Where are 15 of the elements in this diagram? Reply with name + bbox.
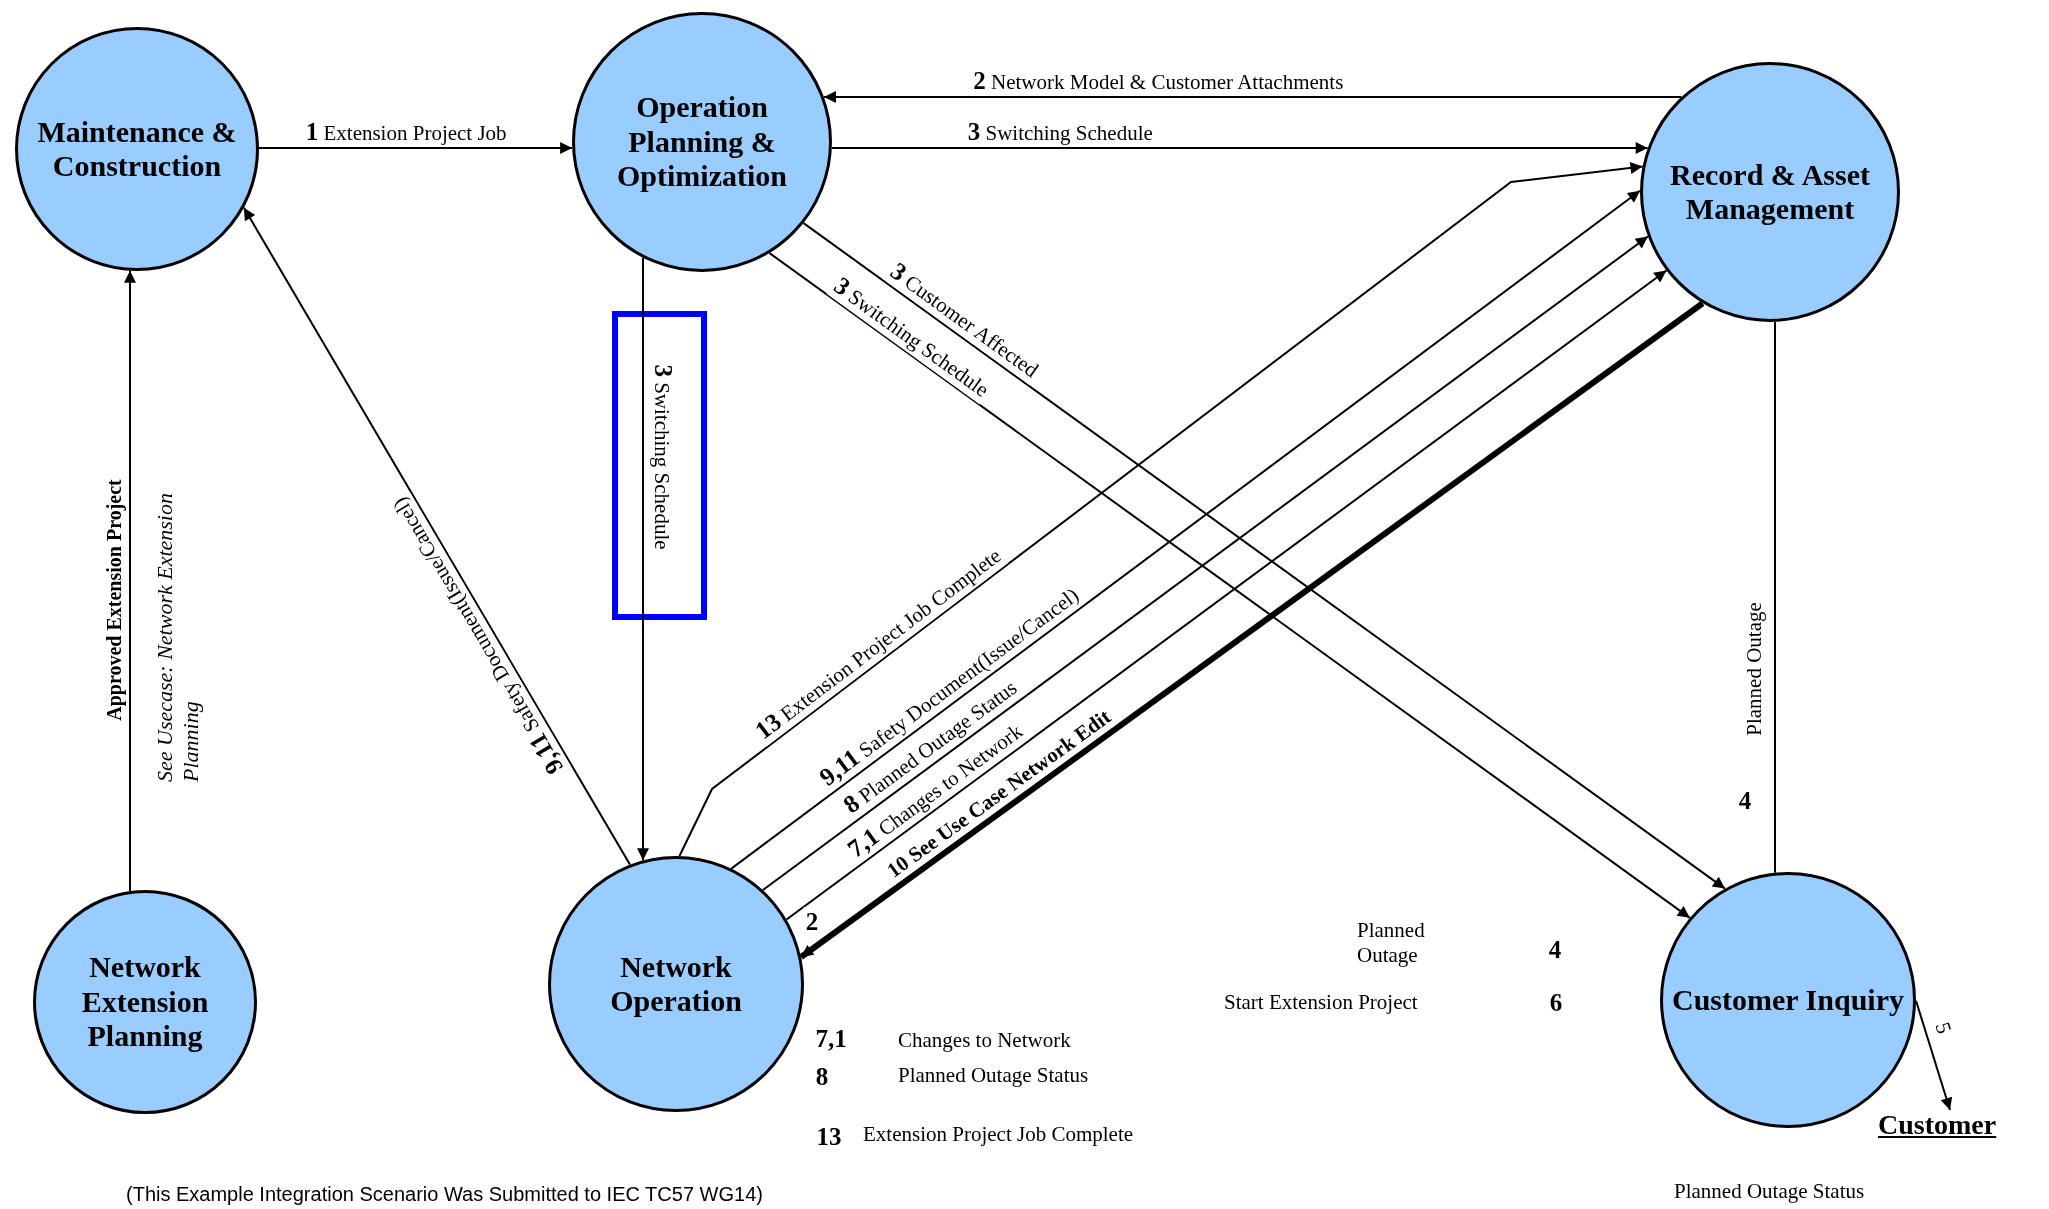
process-label: Network Operation (609, 949, 743, 1019)
arrow (830, 142, 1649, 154)
process-label: Maintenance & Construction (36, 114, 238, 184)
arrow (637, 256, 649, 862)
arrow (242, 206, 631, 866)
connector-line (1774, 320, 1776, 874)
arrow (822, 91, 1683, 103)
process-label: Customer Inquiry (1672, 982, 1904, 1018)
arrow (1915, 999, 1953, 1111)
process-label: Operation Planning & Optimization (616, 90, 788, 194)
process-label: Record & Asset Management (1669, 157, 1871, 227)
process-label: Network Extension Planning (80, 950, 210, 1054)
arrow (124, 269, 136, 892)
entity-label: Customer (1878, 1110, 1997, 1141)
arrow (258, 142, 574, 154)
